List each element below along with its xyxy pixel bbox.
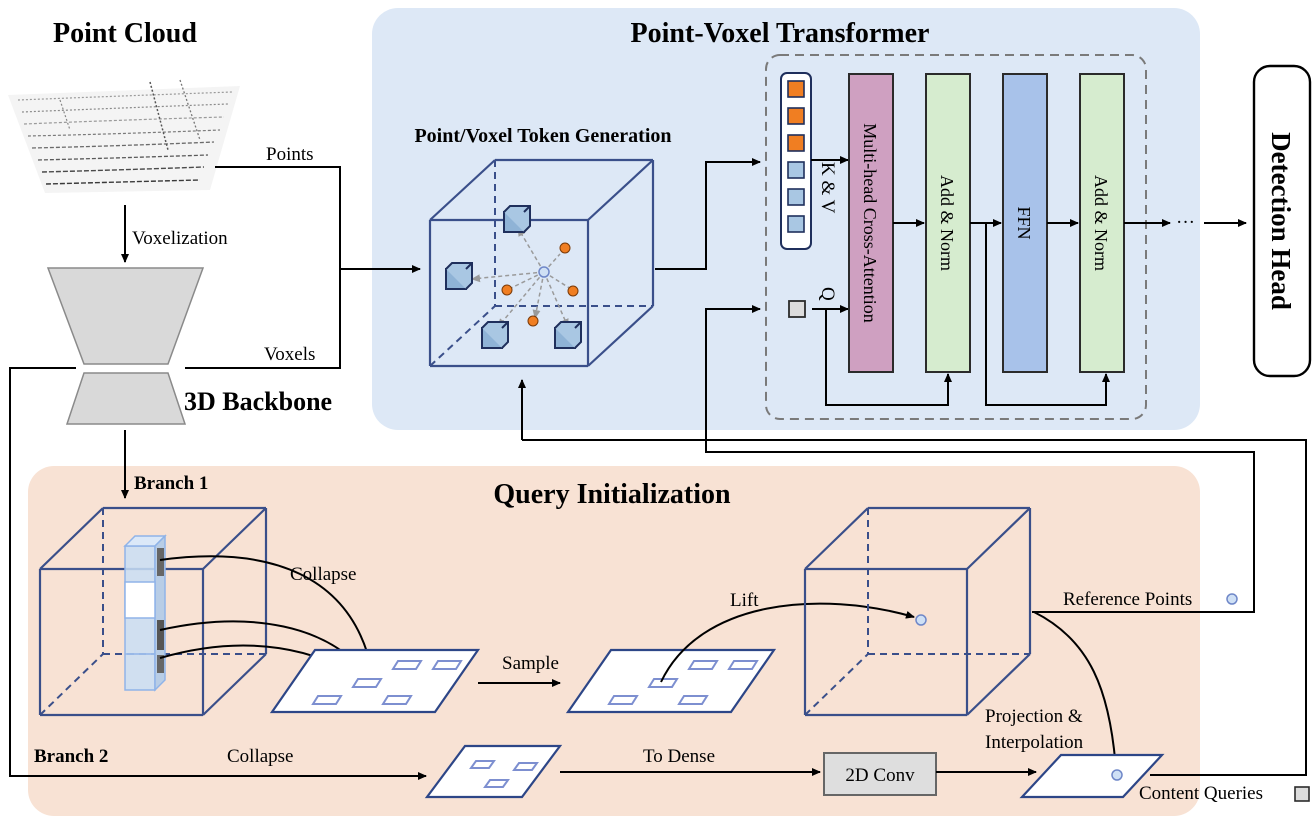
backbone-decoder xyxy=(65,372,187,425)
bev-plane-4 xyxy=(1019,753,1165,799)
tokens-to-kv-arrow xyxy=(655,158,761,270)
voxel-token-square xyxy=(787,215,805,233)
reference-points-line xyxy=(705,305,1255,613)
bev-cell xyxy=(391,660,423,670)
token-generation-label: Point/Voxel Token Generation xyxy=(414,125,671,147)
point-token xyxy=(559,242,571,254)
token-cube xyxy=(428,158,655,368)
projected-point xyxy=(1111,769,1123,781)
bev-cell xyxy=(677,695,709,705)
voxel-token xyxy=(503,205,531,233)
point-token xyxy=(567,285,579,297)
query-token xyxy=(788,300,806,318)
conv2d-label: 2D Conv xyxy=(845,765,915,786)
add-norm-label-1: Add & Norm xyxy=(937,175,957,271)
bev-plane-3 xyxy=(424,744,563,799)
voxel-token-square xyxy=(787,188,805,206)
detection-head-label: Detection Head xyxy=(1266,132,1296,310)
bev-cell xyxy=(381,695,413,705)
point-token-square xyxy=(787,107,805,125)
bev-cell xyxy=(483,779,510,788)
detection-head-block xyxy=(1252,64,1312,378)
voxel-token xyxy=(481,321,509,349)
collapse-arc-1 xyxy=(159,555,375,672)
bev-cell xyxy=(431,660,463,670)
bev-cell xyxy=(607,695,639,705)
lift-arrow xyxy=(660,602,915,683)
add-norm-label-2: Add & Norm xyxy=(1091,175,1111,271)
projection-arrow xyxy=(1033,611,1120,771)
branch2-line xyxy=(9,367,427,780)
content-queries-line xyxy=(710,439,1307,776)
projection-label-1: Projection & xyxy=(985,706,1083,727)
reference-point xyxy=(538,266,550,278)
projection-label-2: Interpolation xyxy=(985,732,1084,753)
voxel-token xyxy=(554,321,582,349)
points-label: Points xyxy=(266,144,314,165)
q-label: Q xyxy=(817,287,838,301)
bev-cell xyxy=(311,695,343,705)
lifted-reference-point xyxy=(915,614,927,626)
reference-points-label: Reference Points xyxy=(1063,589,1192,610)
pvt-title: Point-Voxel Transformer xyxy=(631,18,930,49)
ffn-block xyxy=(1002,73,1048,373)
point-cloud-title: Point Cloud xyxy=(53,18,197,49)
branch1-cube xyxy=(38,506,268,717)
add-norm-block-1 xyxy=(925,73,971,373)
ffn-label: FFN xyxy=(1014,206,1034,239)
kv-label: K & V xyxy=(817,162,838,214)
voxel-token xyxy=(445,262,473,290)
voxel-token-square xyxy=(787,161,805,179)
add-norm-block-2 xyxy=(1079,73,1125,373)
bev-cell xyxy=(351,678,383,688)
query-initialization-title: Query Initialization xyxy=(493,479,731,510)
multi-head-cross-attention-block xyxy=(848,73,894,373)
content-query-icon xyxy=(1294,786,1310,802)
point-cloud-image xyxy=(8,79,240,193)
conv2d-block xyxy=(823,752,937,796)
collapse-label-1: Collapse xyxy=(290,564,357,585)
voxel-column xyxy=(123,534,167,692)
content-queries-label: Content Queries xyxy=(1139,783,1263,804)
point-token-square xyxy=(787,80,805,98)
bev-cell xyxy=(727,660,759,670)
backbone-label: 3D Backbone xyxy=(184,387,332,416)
point-token xyxy=(527,315,539,327)
residual-2 xyxy=(985,223,1110,406)
voxels-line xyxy=(185,269,341,369)
reference-point-icon xyxy=(1226,593,1238,605)
bev-cell xyxy=(687,660,719,670)
lifted-cube xyxy=(803,506,1032,717)
sample-label: Sample xyxy=(502,653,559,674)
branch1-label: Branch 1 xyxy=(134,473,208,494)
query-initialization-panel xyxy=(28,466,1200,816)
voxelization-label: Voxelization xyxy=(132,228,228,249)
mhca-label: Multi-head Cross-Attention xyxy=(860,123,880,322)
voxels-label: Voxels xyxy=(264,344,315,365)
collapse-label-2: Collapse xyxy=(227,746,294,767)
backbone-encoder xyxy=(46,267,205,365)
points-line xyxy=(215,166,341,269)
bev-cell xyxy=(469,760,496,769)
transformer-layer-box xyxy=(765,54,1147,420)
to-dense-label: To Dense xyxy=(643,746,715,767)
bev-cell xyxy=(647,678,679,688)
residual-1 xyxy=(825,309,952,406)
point-token xyxy=(501,284,513,296)
bev-cell xyxy=(512,762,539,771)
point-token-square xyxy=(787,134,805,152)
branch2-label: Branch 2 xyxy=(34,746,108,767)
lift-label: Lift xyxy=(730,590,759,611)
ellipsis: ··· xyxy=(1176,212,1195,233)
